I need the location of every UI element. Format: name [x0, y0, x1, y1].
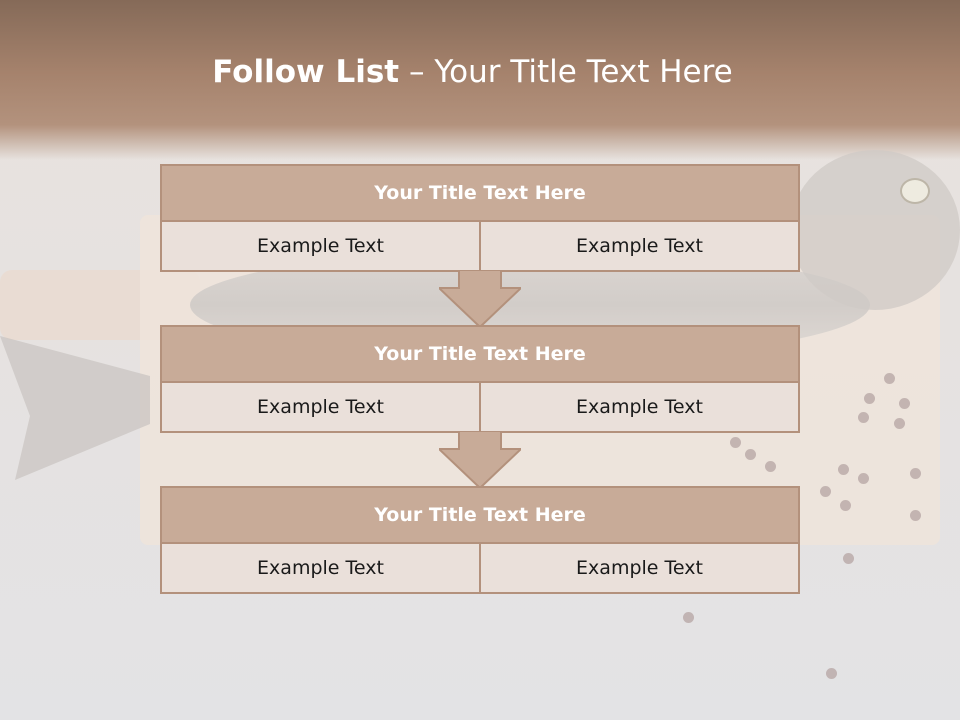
- down-arrow-icon: [439, 270, 521, 328]
- follow-list-block[interactable]: Your Title Text Here Example Text Exampl…: [160, 325, 800, 433]
- peppercorn: [838, 464, 849, 475]
- fish-tail: [0, 336, 150, 480]
- title-rest: – Your Title Text Here: [408, 54, 733, 90]
- slide-title[interactable]: Follow List – Your Title Text Here: [0, 54, 945, 90]
- peppercorn: [826, 668, 837, 679]
- peppercorn: [858, 473, 869, 484]
- peppercorn: [864, 393, 875, 404]
- block-title: Your Title Text Here: [162, 488, 798, 544]
- peppercorn: [843, 553, 854, 564]
- block-row: Example Text Example Text: [162, 222, 798, 270]
- peppercorn: [840, 500, 851, 511]
- peppercorn: [894, 418, 905, 429]
- block-row: Example Text Example Text: [162, 544, 798, 592]
- follow-list-block[interactable]: Your Title Text Here Example Text Exampl…: [160, 486, 800, 594]
- title-bold: Follow List: [212, 54, 400, 90]
- peppercorn: [683, 612, 694, 623]
- down-arrow-icon: [439, 431, 521, 489]
- peppercorn: [858, 412, 869, 423]
- block-cell-left: Example Text: [257, 557, 384, 579]
- peppercorn: [765, 461, 776, 472]
- peppercorn: [820, 486, 831, 497]
- peppercorn: [730, 437, 741, 448]
- block-cell-right: Example Text: [479, 544, 798, 592]
- block-cell-left: Example Text: [257, 235, 384, 257]
- follow-list-block[interactable]: Your Title Text Here Example Text Exampl…: [160, 164, 800, 272]
- peppercorn: [745, 449, 756, 460]
- block-row: Example Text Example Text: [162, 383, 798, 431]
- block-cell-right: Example Text: [479, 383, 798, 431]
- fish-head: [790, 150, 960, 310]
- peppercorn: [884, 373, 895, 384]
- header-band: [0, 0, 960, 160]
- block-cell-left: Example Text: [257, 396, 384, 418]
- peppercorn: [899, 398, 910, 409]
- block-title: Your Title Text Here: [162, 166, 798, 222]
- block-title: Your Title Text Here: [162, 327, 798, 383]
- peppercorn: [910, 468, 921, 479]
- block-cell-right: Example Text: [479, 222, 798, 270]
- fish-eye: [900, 178, 930, 204]
- peppercorn: [910, 510, 921, 521]
